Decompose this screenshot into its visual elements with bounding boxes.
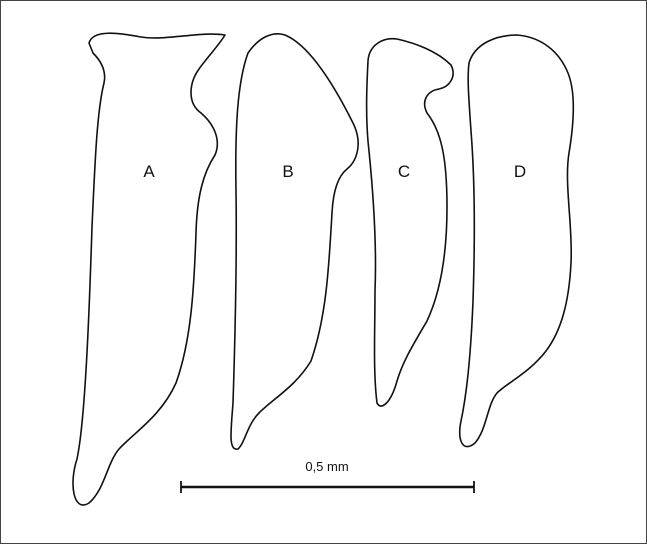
scale-bar-label: 0,5 mm (305, 459, 348, 474)
specimen-label-d: D (514, 162, 526, 181)
specimen-label-c: C (398, 162, 410, 181)
specimen-label-b: B (282, 162, 293, 181)
specimen-b-outline (231, 34, 358, 449)
specimen-c-outline (367, 39, 453, 406)
specimen-label-a: A (143, 162, 155, 181)
specimen-d-outline (460, 35, 574, 447)
scale-bar: 0,5 mm (181, 459, 474, 493)
specimen-a-outline (73, 33, 225, 505)
